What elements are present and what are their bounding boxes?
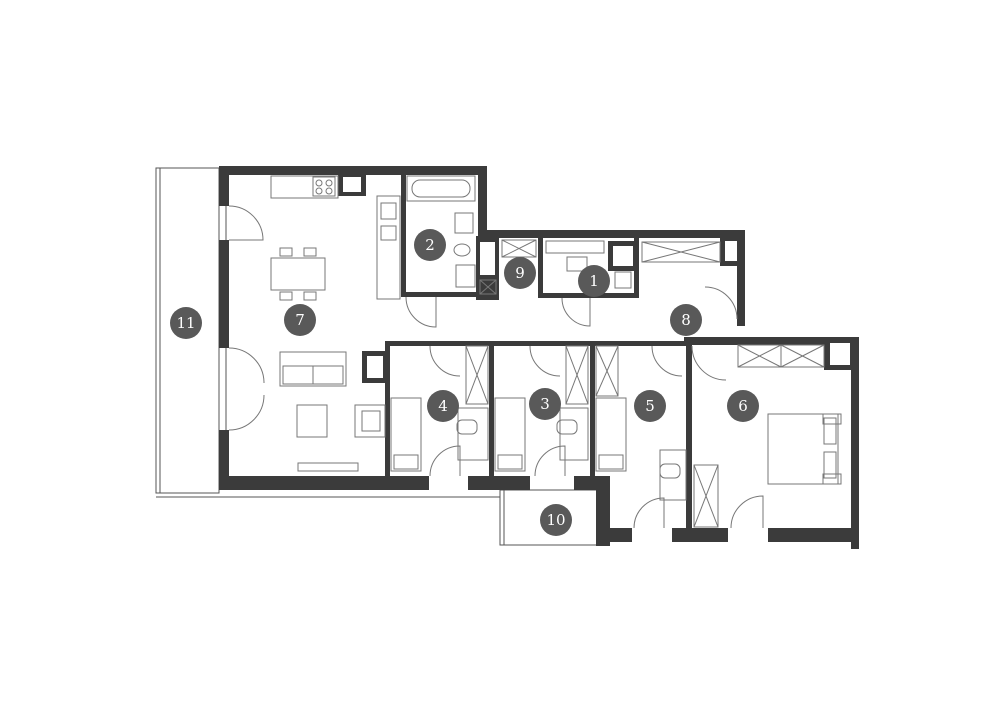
room-badge-circle [427,390,459,422]
room-badge-5: 5 [634,390,666,422]
room-badge-2: 2 [414,229,446,261]
room-badge-11: 11 [170,307,202,339]
room-number: 10 [546,511,565,529]
room-badge-circle [414,229,446,261]
room-badge-circle [727,390,759,422]
bedroom-3 [494,345,589,477]
room-badge-3: 3 [529,388,561,420]
room-badge-10: 10 [540,504,572,536]
dining-table [270,247,326,301]
closet-9 [501,239,537,258]
room-badge-circle [578,265,610,297]
room-number: 6 [738,397,748,415]
living-doors [225,205,265,431]
room-number: 4 [438,397,448,415]
room-number: 8 [681,311,691,329]
room-number: 1 [589,272,599,290]
room-badge-circle [529,388,561,420]
bedroom-5 [595,345,687,529]
room-badge-circle [284,304,316,336]
bedroom-6 [691,344,842,529]
room-number: 9 [515,264,525,282]
room-badge-circle [170,307,202,339]
terrace-left [155,167,500,498]
room-number: 5 [645,397,655,415]
room-badge-9: 9 [504,257,536,289]
bathroom [405,175,497,328]
walls [219,166,859,549]
room-number: 7 [295,311,305,329]
coffee-table [296,404,328,438]
kitchen [270,175,401,300]
room-badge-circle [504,257,536,289]
room-badge-circle [540,504,572,536]
bedroom-4 [390,345,489,477]
armchair [354,404,386,438]
hall-wardrobe [641,241,738,320]
room-badge-circle [670,304,702,336]
room-badge-6: 6 [727,390,759,422]
room-number: 2 [425,236,435,254]
room-badge-4: 4 [427,390,459,422]
tv-stand [297,462,359,472]
sofa [279,351,347,387]
room-badge-1: 1 [578,265,610,297]
room-number: 3 [540,395,550,413]
room-badge-8: 8 [670,304,702,336]
wc-1 [545,240,632,327]
room-badge-7: 7 [284,304,316,336]
room-badges: 1 2 3 4 5 6 7 8 9 10 11 [170,229,759,536]
room-badge-circle [634,390,666,422]
room-number: 11 [176,314,195,332]
